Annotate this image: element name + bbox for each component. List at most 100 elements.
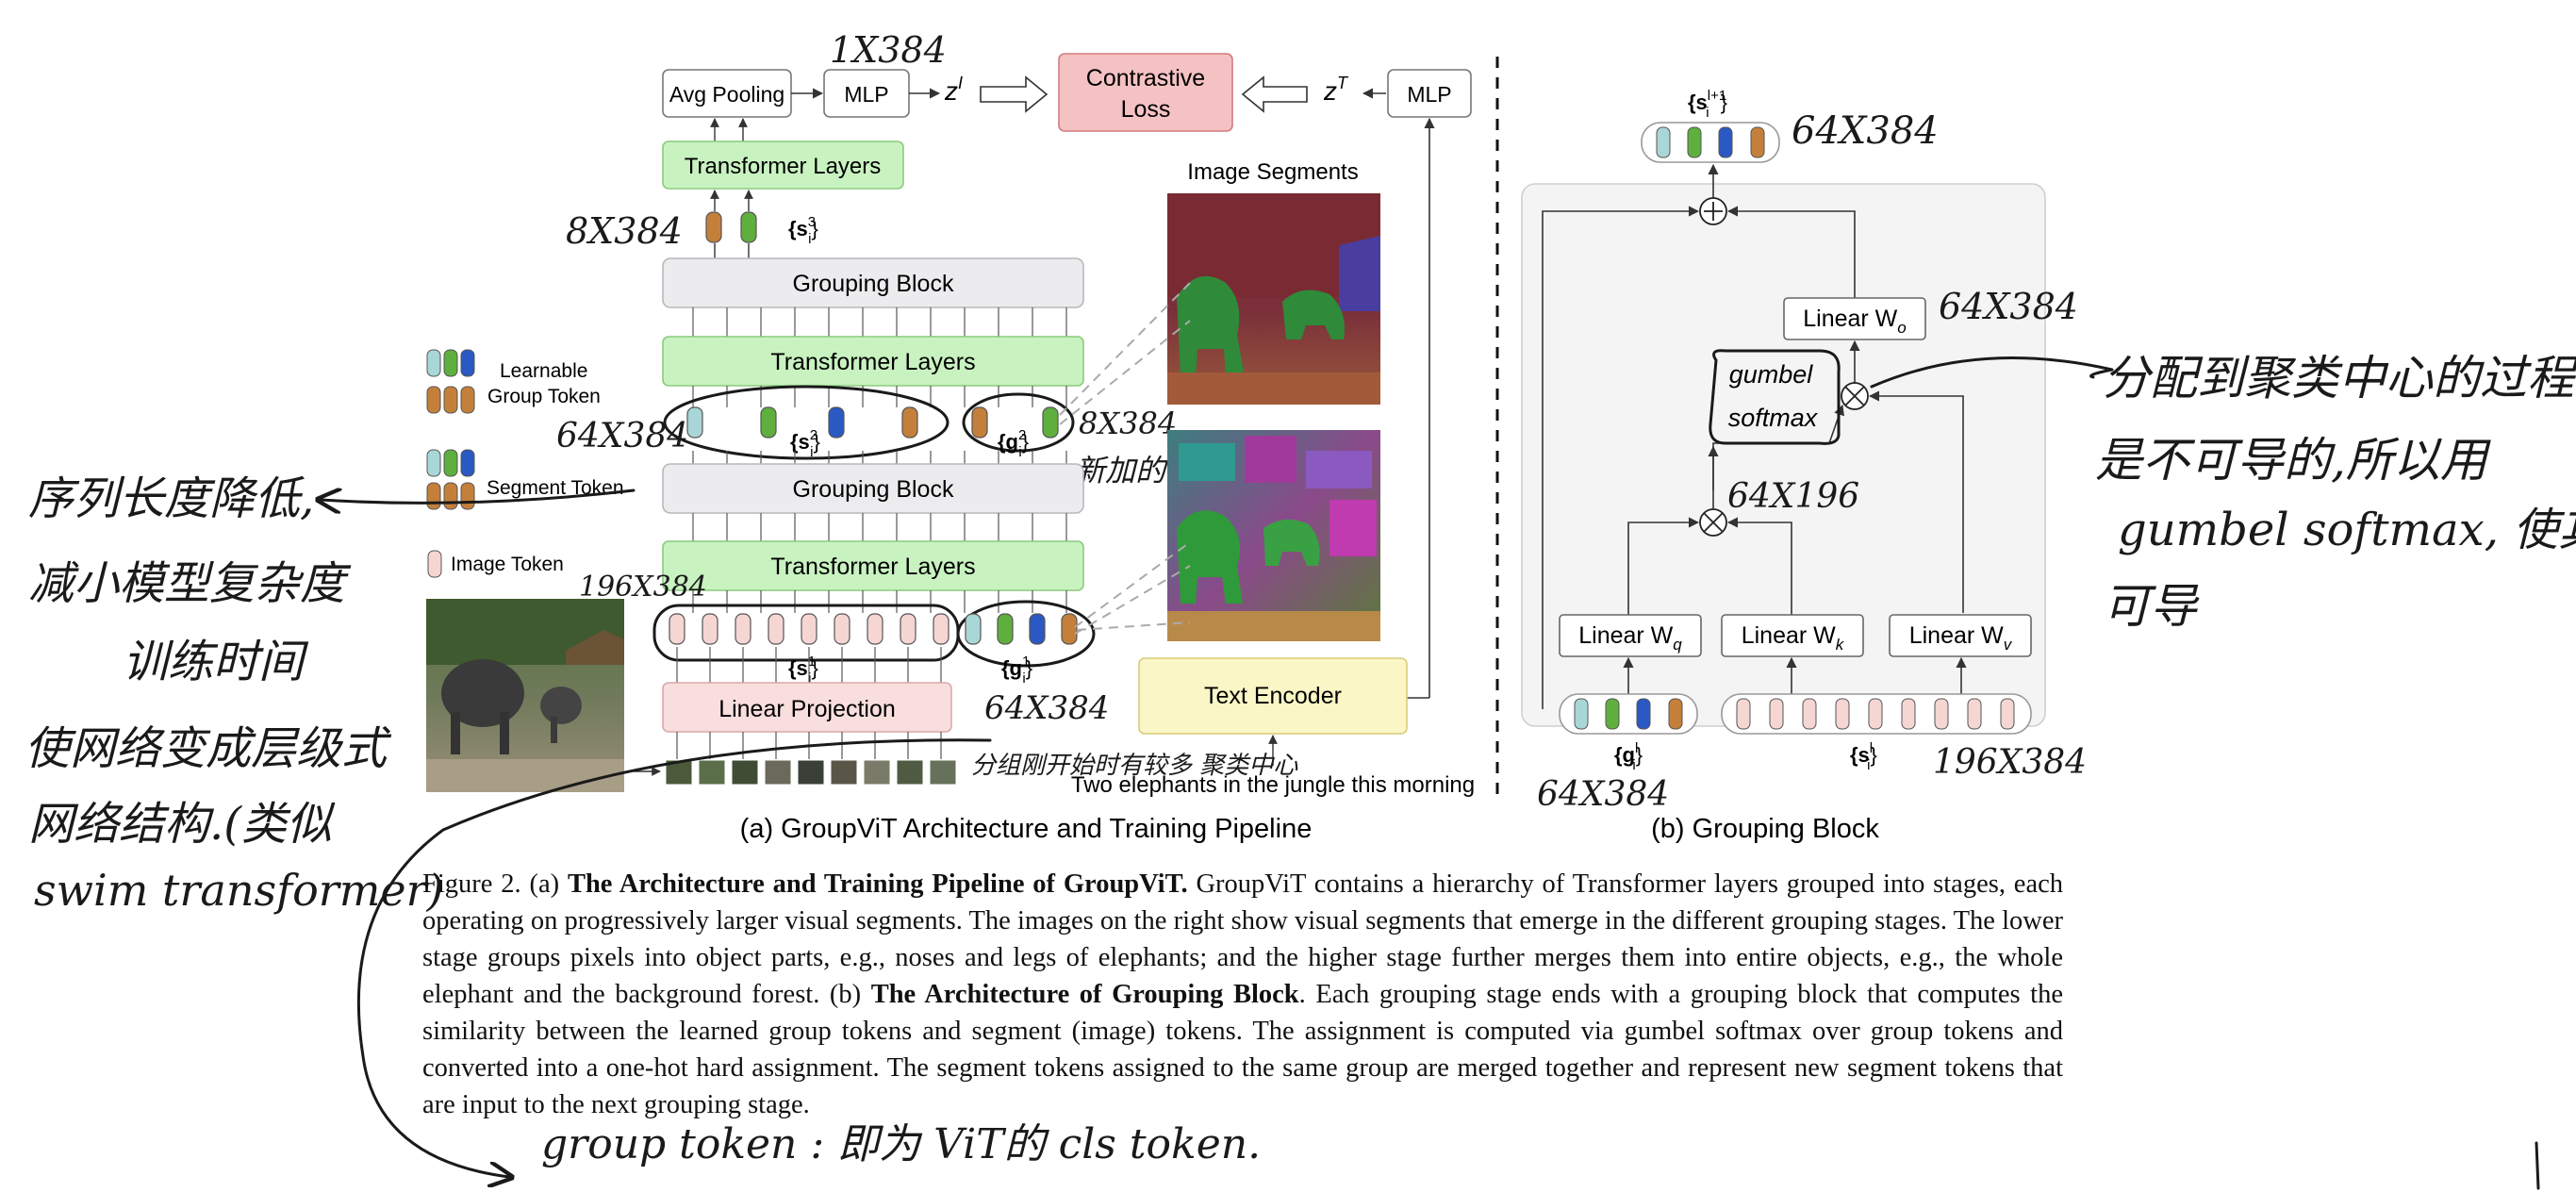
- proj-to-s1-connectors: [676, 647, 942, 683]
- subcaption-b: (b) Grouping Block: [1651, 814, 1879, 844]
- dim-196x384-annotation: 196X384: [579, 571, 707, 604]
- token-s3-orange: [705, 211, 722, 243]
- token-g1-teal: [965, 613, 982, 645]
- transformer-layers-low: [662, 540, 1084, 591]
- residual-line: [1542, 206, 1700, 709]
- mul-op-bottom-x2: [1703, 512, 1724, 533]
- grouping-block-low: [662, 463, 1084, 514]
- token-s2-blue: [828, 406, 845, 439]
- token-s2-orange: [901, 406, 918, 439]
- contrastive-loss-line2: Loss: [1121, 96, 1171, 123]
- contrastive-loss-box: [1058, 53, 1233, 132]
- token-g1-blue: [1029, 613, 1046, 645]
- input-photo: [426, 599, 624, 792]
- cluster-note-annotation: 分组刚开始时有较多 聚类中心: [971, 752, 1298, 780]
- token-s2-teal: [686, 406, 703, 439]
- z-text: zT: [1323, 74, 1349, 106]
- margin-mark: [2535, 1141, 2540, 1190]
- dim-top-annotation: 64X384: [1792, 109, 1939, 153]
- dim-g-annotation: 64X384: [1537, 775, 1669, 814]
- grouping-block-low-label: Grouping Block: [793, 476, 954, 503]
- gb2-connectors: [692, 513, 1067, 541]
- z-image: zI: [944, 74, 963, 106]
- text-encoder-label: Text Encoder: [1204, 683, 1342, 709]
- legend-segment-green: [443, 449, 458, 477]
- linear-wk-label: Linear Wk: [1742, 622, 1845, 654]
- legend-image-label: Image Token: [451, 554, 564, 575]
- dim-64x384-bottom-annotation: 64X384: [984, 689, 1109, 727]
- image-patches: [665, 759, 957, 786]
- legend-segment-label: Segment Token: [487, 477, 624, 499]
- note-right-2: 是不可导的,所以用: [2095, 433, 2491, 488]
- note-right-1: 分配到聚类中心的过程: [2103, 351, 2576, 406]
- caption-text-2: . Each grouping stage ends with a groupi…: [422, 980, 2063, 1119]
- segment-image-top: [1167, 193, 1380, 405]
- transformer-layers-top-label: Transformer Layers: [685, 154, 882, 179]
- caption-bold-2: The Architecture of Grouping Block: [870, 980, 1299, 1009]
- g-token-orange: [1668, 698, 1683, 730]
- linear-wq-box: [1559, 614, 1702, 657]
- note-right-connector: [1870, 356, 2114, 389]
- dim-8x384-right-annotation: 8X384: [1079, 406, 1177, 441]
- s-next-orange: [1750, 126, 1765, 158]
- handwritten-annotations: 序列长度降低, 减小模型复杂度 训练时间 使网络变成层级式 网络结构.(类似 s…: [25, 351, 2576, 1190]
- subcaption-a: (a) GroupViT Architecture and Training P…: [740, 814, 1313, 844]
- mlp-right-box: [1387, 69, 1472, 118]
- text-encoder-box: [1138, 657, 1408, 735]
- dim-wo-annotation: 64X384: [1939, 286, 2078, 327]
- legend-learnable-blue: [460, 349, 475, 377]
- s-next-token-group: [1641, 122, 1780, 163]
- dim-mid-annotation: 64X196: [1727, 477, 1859, 516]
- linear-projection-box: [662, 682, 952, 733]
- token-g1-green: [997, 613, 1014, 645]
- note-left-6: swim transformer): [34, 865, 444, 916]
- linear-wv-box: [1889, 614, 2032, 657]
- legend-segment-orange2: [443, 482, 458, 510]
- token-g1-orange: [1061, 613, 1078, 645]
- legend-learnable-green: [443, 349, 458, 377]
- figure-caption: Figure 2. (a) The Architecture and Train…: [422, 866, 2063, 1123]
- grouping-block-top: [662, 257, 1084, 308]
- token-g2-green: [1042, 406, 1059, 439]
- token-s2-green: [760, 406, 777, 439]
- linear-wq-label: Linear Wq: [1578, 622, 1682, 654]
- s2-to-gb2-connectors: [692, 451, 1067, 464]
- mlp-left-label: MLP: [844, 82, 888, 107]
- note-left-2: 减小模型复杂度: [28, 557, 352, 610]
- legend-learnable-teal: [426, 349, 441, 377]
- segment-dashed-links: [1059, 282, 1191, 635]
- linear-wv-label: Linear Wv: [1909, 622, 2013, 654]
- legend-learnable-line1: Learnable: [500, 360, 587, 382]
- diagram-a: 1X384 Avg Pooling MLP zI Contrastive Los…: [426, 29, 1475, 844]
- token-g2-orange: [971, 406, 988, 439]
- legend-image-token: [427, 550, 442, 578]
- mul-op-top-x2: [1844, 386, 1865, 406]
- z-text-to-loss-arrow: [1241, 75, 1308, 113]
- note-right-4: 可导: [2103, 579, 2200, 634]
- wq-to-mul-line: [1627, 517, 1700, 615]
- note-left-5: 网络结构.(类似: [28, 798, 336, 851]
- g-token-green: [1605, 698, 1620, 730]
- s1-image-tokens: [669, 613, 949, 645]
- linear-wk-box: [1721, 614, 1864, 657]
- linear-projection-label: Linear Projection: [718, 696, 896, 722]
- contrastive-loss-line1: Contrastive: [1086, 65, 1205, 91]
- g-token-teal: [1574, 698, 1589, 730]
- grouping-block-top-label: Grouping Block: [793, 271, 954, 297]
- g2-handdrawn-circle: [962, 392, 1075, 453]
- z-image-to-loss-arrow: [980, 75, 1049, 113]
- linear-wo-box: [1783, 297, 1926, 340]
- s2-handdrawn-circle: [663, 385, 949, 460]
- gumbel-handdrawn-box: [1709, 349, 1841, 445]
- note-left-4: 使网络变成层级式: [25, 722, 392, 775]
- wv-to-mul-line: [1868, 390, 1964, 613]
- mlp-right-label: MLP: [1407, 82, 1451, 107]
- note-right-3: gumbel softmax, 使其: [2118, 504, 2576, 556]
- softmax-label: softmax: [1728, 404, 1819, 432]
- legend-learnable-orange1: [426, 386, 441, 414]
